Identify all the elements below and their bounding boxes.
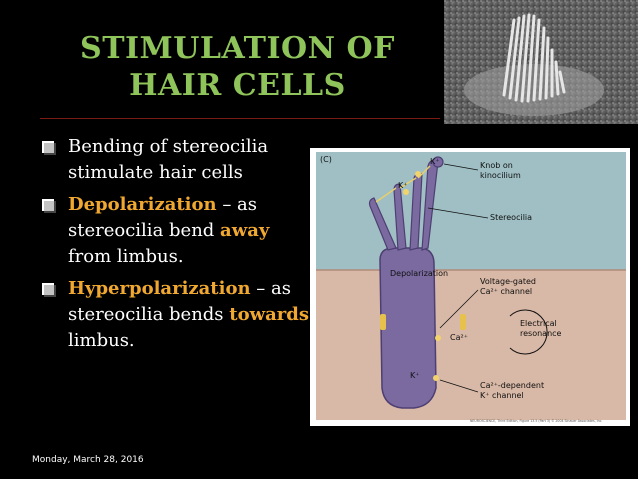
bullet-item-1: Bending of stereocilia stimulate hair ce… <box>38 134 310 186</box>
panel-label: (C) <box>320 155 332 164</box>
bullet-1-text: Bending of stereocilia stimulate hair ce… <box>68 136 269 183</box>
signal-arrows <box>380 314 466 330</box>
bullet-item-3: Hyperpolarization – as stereocilia bends… <box>38 276 310 354</box>
title-line-1: STIMULATION OF <box>80 31 395 66</box>
label-k-plus-top: K⁺ <box>430 157 439 166</box>
bullet-3-highlight-2: towards <box>229 304 309 325</box>
label-stereocilia: Stereocilia <box>490 213 532 222</box>
label-depolarization: Depolarization <box>390 269 448 278</box>
bullet-square-icon <box>42 141 56 155</box>
bullet-square-icon <box>42 199 56 213</box>
stereocilia-bundle <box>368 160 439 251</box>
bullet-2-highlight: Depolarization <box>68 194 217 215</box>
label-voltage-gated: Voltage-gated <box>480 277 536 286</box>
title-divider <box>40 118 440 119</box>
bullet-square-icon <box>42 283 56 297</box>
bullet-2-text-b: from limbus. <box>68 246 184 267</box>
label-ca-dependent: Ca²⁺-dependent <box>480 381 544 390</box>
bullet-2-highlight-2: away <box>220 220 270 241</box>
kinocilium-knob <box>432 156 444 168</box>
bullet-3-highlight: Hyperpolarization <box>68 278 251 299</box>
ion-markers <box>403 171 441 381</box>
resonance-arrow <box>509 309 548 355</box>
bullet-3-text-a: – as stereocilia bends <box>68 278 291 325</box>
label-k-plus-bottom: K⁺ <box>410 371 419 380</box>
figure-credit: NEUROSCIENCE, Third Edition, Figure 13.5… <box>470 419 602 423</box>
label-knob: Knob on <box>480 161 513 170</box>
bullet-2-text-a: – as stereocilia bend <box>68 194 258 241</box>
label-k-plus-left: K⁺ <box>398 181 407 190</box>
slide-date: Monday, March 28, 2016 <box>32 455 144 465</box>
slide-title: STIMULATION OF HAIR CELLS <box>30 30 445 104</box>
label-electrical: Electrical <box>520 319 557 328</box>
label-ca-channel: Ca²⁺ channel <box>480 287 532 296</box>
title-line-2: HAIR CELLS <box>129 68 346 103</box>
bullet-list: Bending of stereocilia stimulate hair ce… <box>38 134 310 360</box>
bullet-3-text-b: limbus. <box>68 330 135 351</box>
label-resonance: resonance <box>520 329 562 338</box>
bullet-item-2: Depolarization – as stereocilia bend awa… <box>38 192 310 270</box>
hair-cell-diagram: (C) K⁺ K⁺ Knob o <box>310 148 630 426</box>
label-ca: Ca²⁺ <box>450 333 468 342</box>
label-kinocilium: kinocilium <box>480 171 521 180</box>
stereocilia-micrograph <box>444 0 638 124</box>
endolymph-region <box>316 152 626 270</box>
label-k-channel: K⁺ channel <box>480 391 524 400</box>
hair-cell-body <box>379 247 437 409</box>
perilymph-region <box>316 270 626 420</box>
